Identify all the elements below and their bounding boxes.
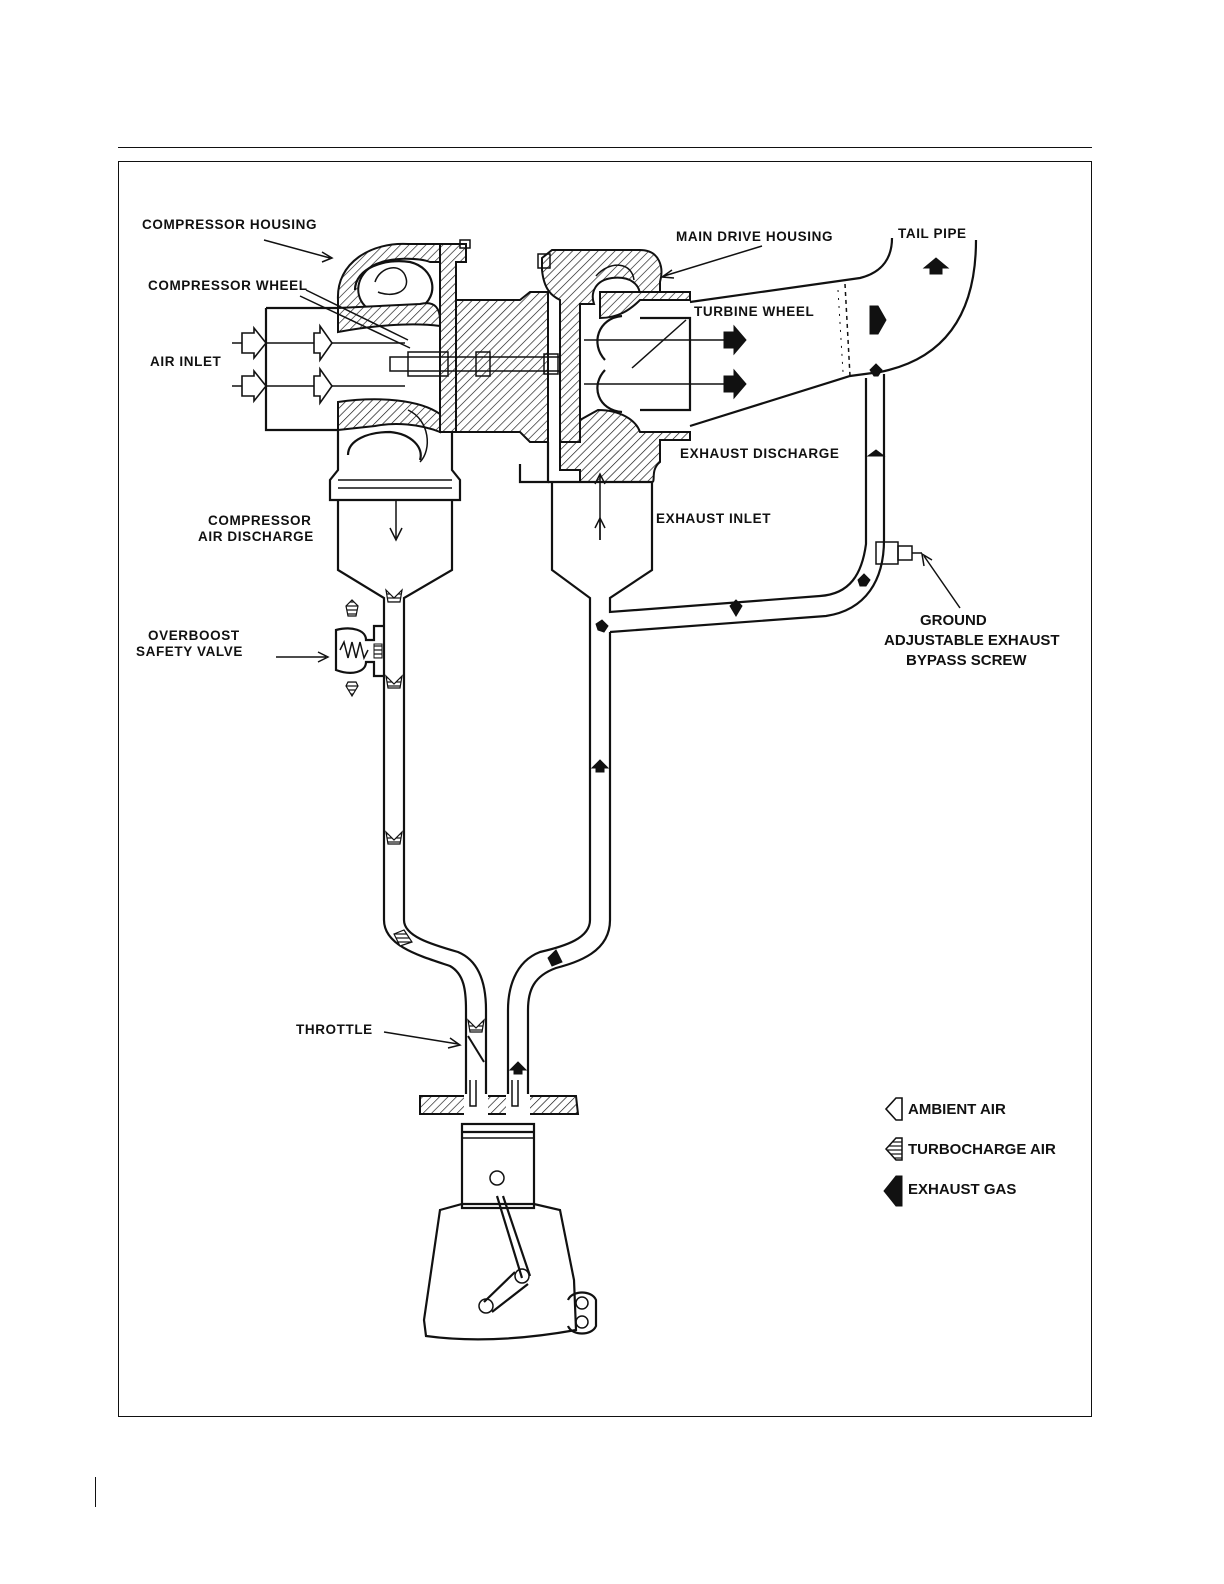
throttle-plate: [468, 1036, 484, 1062]
label-overboost-2: SAFETY VALVE: [136, 644, 243, 659]
compressor-housing: [330, 240, 470, 500]
label-exhaust-inlet: EXHAUST INLET: [656, 511, 771, 526]
label-overboost-1: OVERBOOST: [148, 628, 240, 643]
striped-arrow-icon: [886, 1138, 902, 1160]
label-compressor-air-discharge-2: AIR DISCHARGE: [198, 529, 314, 544]
legend-label: EXHAUST GAS: [908, 1181, 1016, 1198]
label-tail-pipe: TAIL PIPE: [898, 226, 967, 241]
hollow-arrow-icon: [886, 1098, 902, 1120]
label-throttle: THROTTLE: [296, 1022, 373, 1037]
label-compressor-air-discharge-1: COMPRESSOR: [208, 513, 312, 528]
legend-item-ambient-air: AMBIENT AIR: [886, 1098, 1006, 1120]
label-bypass-1: GROUND: [920, 612, 987, 629]
label-turbine-wheel: TURBINE WHEEL: [694, 304, 814, 319]
intake-manifold: [338, 500, 486, 1095]
legend-item-turbocharge-air: TURBOCHARGE AIR: [886, 1138, 1056, 1160]
turbocharge-air-arrows: [346, 590, 484, 1032]
label-compressor-wheel: COMPRESSOR WHEEL: [148, 278, 308, 293]
leader-lines: [264, 240, 960, 1048]
engine-cylinder: [420, 1080, 596, 1339]
label-compressor-housing: COMPRESSOR HOUSING: [142, 217, 317, 232]
solid-arrow-icon: [884, 1176, 902, 1206]
label-exhaust-discharge: EXHAUST DISCHARGE: [680, 446, 839, 461]
legend-label: TURBOCHARGE AIR: [908, 1141, 1056, 1158]
label-air-inlet: AIR INLET: [150, 354, 222, 369]
legend-label: AMBIENT AIR: [908, 1101, 1006, 1118]
label-main-drive-housing: MAIN DRIVE HOUSING: [676, 229, 833, 244]
legend-item-exhaust-gas: EXHAUST GAS: [884, 1176, 1016, 1206]
legend: AMBIENT AIR TURBOCHARGE AIR EXHAUST GAS: [884, 1098, 1056, 1206]
label-bypass-2: ADJUSTABLE EXHAUST: [884, 632, 1060, 649]
overboost-safety-valve: [336, 626, 384, 676]
label-bypass-3: BYPASS SCREW: [906, 652, 1027, 669]
